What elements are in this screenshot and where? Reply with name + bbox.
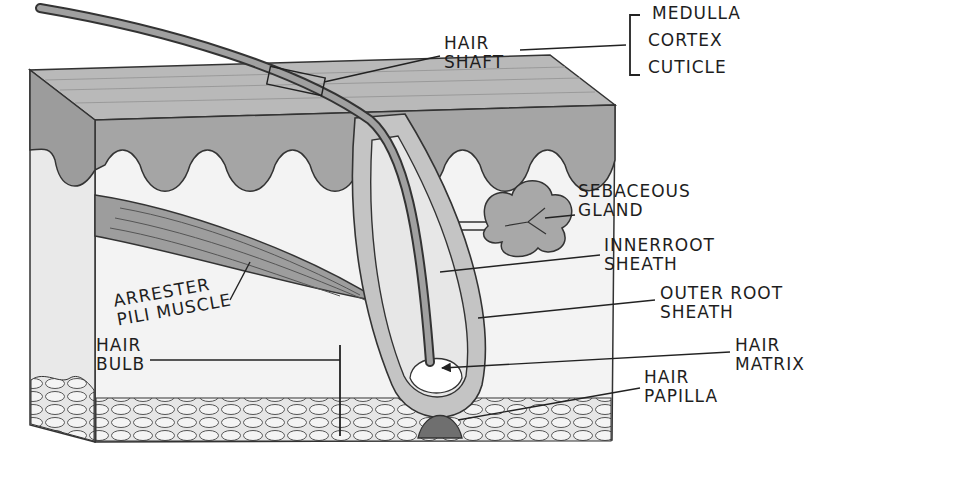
bracket [630, 15, 640, 75]
hair-matrix [410, 359, 462, 394]
part-label: MEDULLA [652, 4, 792, 23]
hair-shaft-outline [40, 8, 430, 362]
leader-line [520, 45, 626, 50]
part-label: CORTEX [648, 31, 788, 50]
epidermis-side [30, 70, 95, 186]
leader-line [442, 352, 730, 368]
fat-cells [96, 398, 611, 441]
part-label: OUTER ROOT SHEATH [660, 284, 785, 322]
dermis-side [30, 70, 95, 442]
leader-line [545, 215, 575, 218]
fat-cells-side [31, 376, 94, 441]
leader-line [150, 359, 340, 360]
part-label: INNERROOT SHEATH [604, 236, 744, 274]
bulb-bracket [339, 345, 341, 436]
leader-line [230, 262, 250, 300]
hair-shaft [40, 8, 430, 362]
leader-lines [150, 15, 730, 436]
part-label: CUTICLE [648, 58, 788, 77]
leader-line [440, 255, 600, 272]
dermis-front [95, 105, 615, 442]
muscle [95, 195, 382, 302]
hair-papilla [418, 416, 462, 439]
leader-line [324, 56, 440, 82]
part-label: HAIR MATRIX [735, 336, 830, 374]
part-label: SEBACEOUS GLAND [578, 182, 728, 220]
sebaceous-gland [484, 181, 572, 257]
part-label: HAIR BULB [96, 336, 156, 374]
part-label: HAIR PAPILLA [644, 368, 744, 406]
leader-line [458, 388, 640, 420]
section-marker [267, 66, 326, 95]
gland-lumen [505, 208, 546, 234]
part-label: HAIR SHAFT [444, 34, 520, 72]
leader-line [478, 300, 655, 318]
